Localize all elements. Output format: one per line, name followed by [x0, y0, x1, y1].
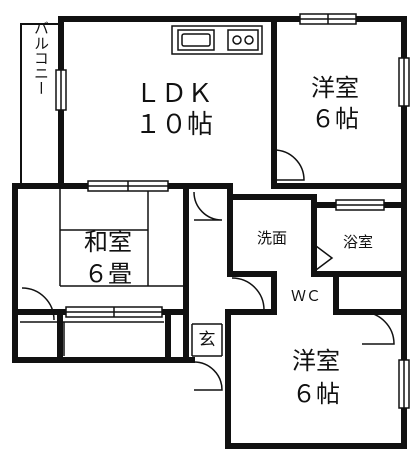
- western-top-name: 洋室: [311, 74, 359, 102]
- japanese-room-size: ６畳: [84, 260, 132, 288]
- japanese-room-name: 和室: [84, 228, 132, 256]
- balcony-label: バルコニー: [32, 21, 50, 96]
- doors: [21, 149, 395, 391]
- western-top-size: ６帖: [311, 105, 359, 133]
- washroom-label: 洗面: [257, 229, 287, 247]
- kitchen-counter: [171, 25, 263, 55]
- ldk-size: １０帖: [135, 110, 213, 140]
- bathroom-label: 浴室: [343, 233, 373, 251]
- interior-lines: [20, 186, 223, 357]
- wc-label: ＷＣ: [291, 287, 321, 305]
- entrance-label: 玄: [199, 330, 216, 350]
- ldk-name: ＬＤＫ: [135, 79, 213, 109]
- western-bottom-size: ６帖: [292, 380, 340, 408]
- western-bottom-name: 洋室: [292, 347, 340, 375]
- windows: [55, 13, 410, 409]
